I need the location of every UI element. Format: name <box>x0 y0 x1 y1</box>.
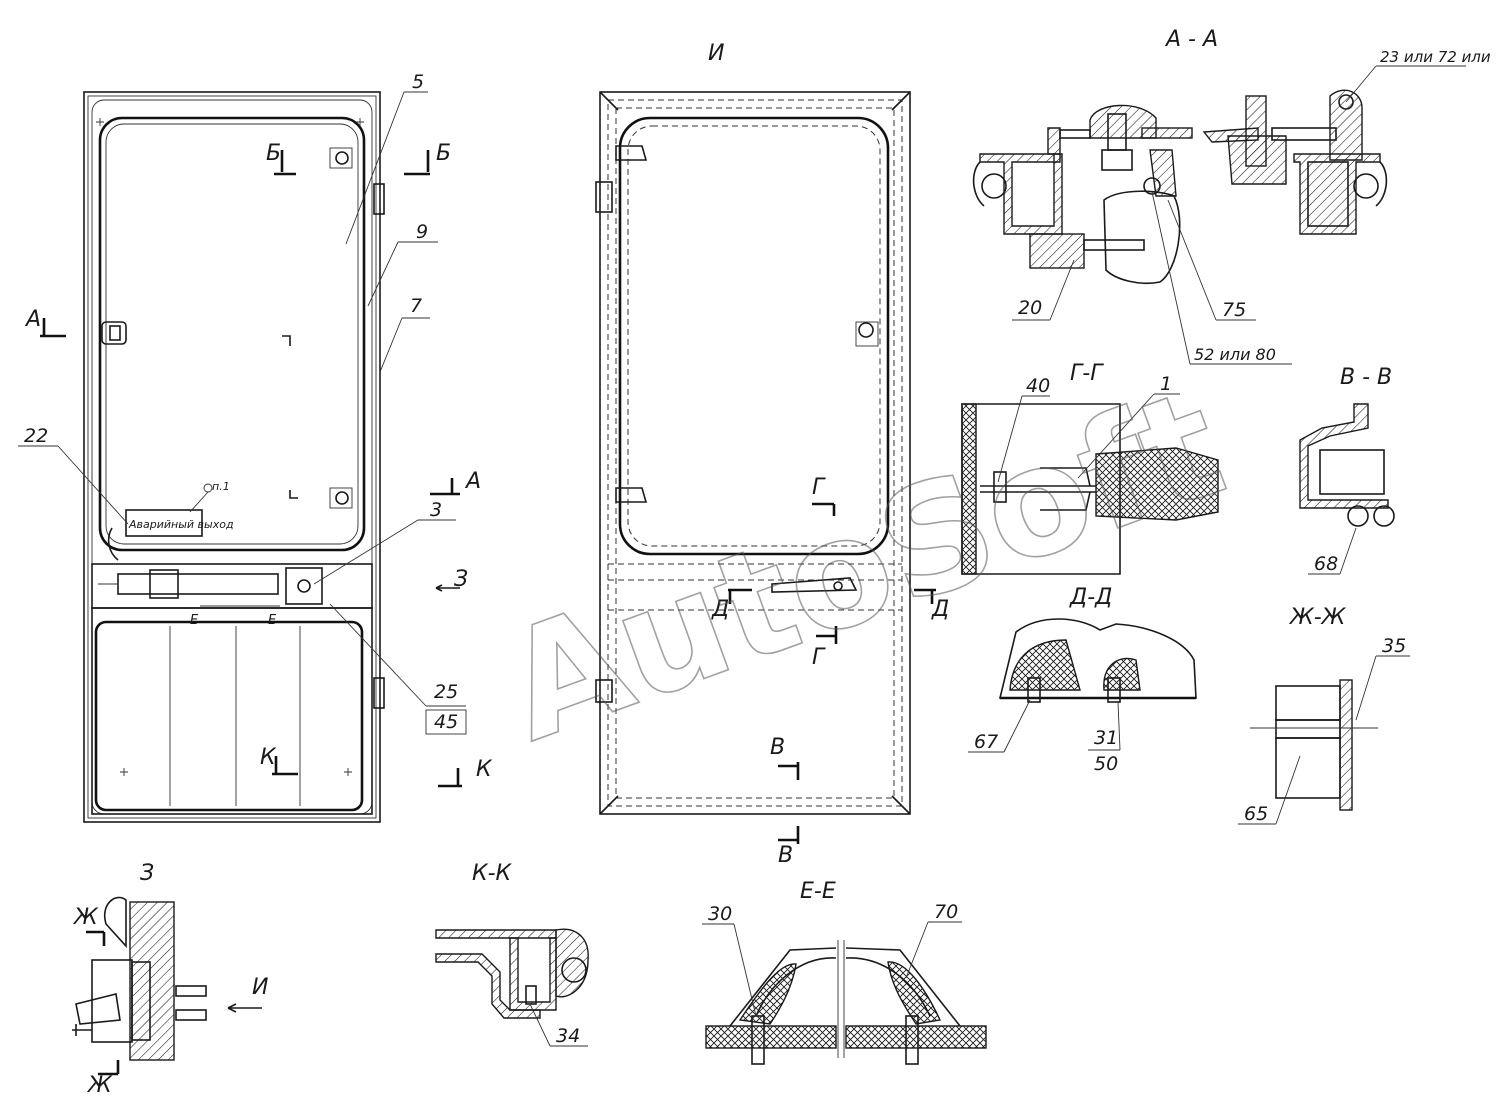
watermark-text: AutoSoft <box>484 357 1244 776</box>
label-25: 25 <box>434 681 458 703</box>
label-50: 50 <box>1094 753 1118 775</box>
front-view: Аварийный выход п.1 <box>83 91 385 823</box>
section-e-e: Е-Е <box>705 879 987 1065</box>
marker-k-left: К <box>260 745 277 770</box>
section-e-e-leaders: 30 70 <box>702 901 962 1017</box>
label-40: 40 <box>1026 375 1050 397</box>
label-67: 67 <box>974 731 998 753</box>
label-30: 30 <box>708 903 732 925</box>
section-v-v: В - В <box>1299 365 1395 527</box>
emergency-plate-text: Аварийный выход <box>128 518 234 531</box>
marker-g-lower: Г <box>812 645 826 670</box>
section-d-d-leaders: 67 31 50 <box>968 699 1121 775</box>
rear-view: И Г Д Д Г В В <box>595 41 949 868</box>
marker-d-left: Д <box>711 597 729 622</box>
marker-b-left: Б <box>266 141 281 166</box>
label-7: 7 <box>410 295 422 317</box>
section-g-g: Г-Г <box>961 361 1219 575</box>
marker-d-right: Д <box>931 597 949 622</box>
section-k-k-title: К-К <box>472 861 513 886</box>
section-g-g-leaders: 40 1 <box>997 373 1180 483</box>
section-zh-zh-title: Ж-Ж <box>1288 605 1347 630</box>
marker-a-left: А <box>24 307 41 332</box>
label-1: 1 <box>1160 373 1172 395</box>
section-a-a: А - А <box>972 27 1388 285</box>
marker-e-left: Е <box>190 613 199 628</box>
section-d-d-title: Д-Д <box>1069 585 1112 610</box>
view-z-title: З <box>140 861 154 886</box>
marker-b-right: Б <box>436 141 451 166</box>
marker-zh-lower: Ж <box>86 1073 113 1097</box>
label-9: 9 <box>416 221 428 243</box>
marker-zh-upper: Ж <box>72 905 99 930</box>
section-zh-zh-leaders: 35 65 <box>1238 635 1410 825</box>
front-view-leaders: 5 9 7 22 3 25 45 <box>18 71 467 735</box>
section-g-g-title: Г-Г <box>1070 361 1104 386</box>
label-34: 34 <box>556 1025 580 1047</box>
label-68: 68 <box>1314 553 1338 575</box>
note-label: п.1 <box>212 480 230 493</box>
section-v-v-leaders: 68 <box>1308 527 1357 575</box>
label-3: 3 <box>430 499 442 521</box>
view-z: З И Ж Ж <box>72 861 268 1097</box>
marker-v-lower: В <box>778 843 793 868</box>
marker-i-view: И <box>252 975 268 1000</box>
label-75: 75 <box>1222 299 1246 321</box>
marker-v-upper: В <box>770 735 785 760</box>
section-k-k: К-К <box>435 861 589 1019</box>
label-31: 31 <box>1094 727 1118 749</box>
marker-k-right: К <box>476 757 493 782</box>
label-45: 45 <box>434 711 458 733</box>
watermark: AutoSoft <box>483 356 1245 776</box>
marker-z-view: З <box>454 567 468 592</box>
section-zh-zh: Ж-Ж <box>1250 605 1378 811</box>
label-20: 20 <box>1018 297 1042 319</box>
label-65: 65 <box>1244 803 1268 825</box>
label-22: 22 <box>24 425 48 447</box>
rear-view-title: И <box>708 41 724 66</box>
section-d-d: Д-Д <box>998 585 1197 703</box>
section-v-v-title: В - В <box>1340 365 1392 390</box>
section-e-e-title: Е-Е <box>800 879 836 904</box>
label-23-72-77: 23 или 72 или 77 <box>1380 48 1496 66</box>
front-view-markers: Б Б А А З Е Е К К <box>24 141 493 788</box>
section-k-k-leaders: 34 <box>529 1003 588 1047</box>
label-5: 5 <box>412 71 424 93</box>
label-35: 35 <box>1382 635 1406 657</box>
marker-e-right: Е <box>268 613 277 628</box>
section-a-a-leaders: 23 или 72 или 77 20 75 52 или 80 <box>1012 48 1496 365</box>
label-52-80: 52 или 80 <box>1194 345 1276 364</box>
marker-a-right: А <box>464 469 481 494</box>
section-a-a-title: А - А <box>1164 27 1218 52</box>
label-70: 70 <box>934 901 958 923</box>
marker-g-upper: Г <box>812 475 826 500</box>
